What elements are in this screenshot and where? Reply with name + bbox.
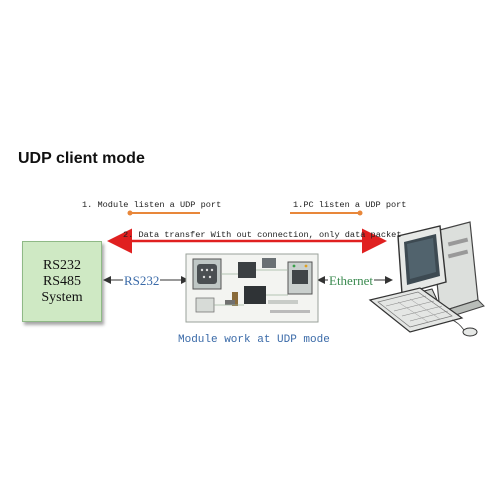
- system-line-2: RS485: [42, 273, 82, 289]
- circuit-board-icon: [185, 253, 319, 323]
- system-line-1: RS232: [42, 257, 82, 273]
- step1-right-marker: [290, 210, 363, 216]
- step1-pc-label: 1.PC listen a UDP port: [293, 200, 407, 210]
- step2-transfer-label: 2. Data transfer With out connection, on…: [123, 230, 402, 240]
- rs232-rs485-system-box: RS232 RS485 System: [22, 241, 102, 322]
- ethernet-link-label: Ethernet: [328, 273, 375, 289]
- step1-module-label: 1. Module listen a UDP port: [82, 200, 222, 210]
- page-title: UDP client mode: [18, 150, 145, 167]
- rs232-link-label: RS232: [123, 273, 161, 289]
- desktop-computer-icon: [368, 221, 485, 337]
- system-line-3: System: [41, 289, 83, 305]
- step1-left-marker: [127, 210, 200, 216]
- module-caption: Module work at UDP mode: [178, 334, 330, 346]
